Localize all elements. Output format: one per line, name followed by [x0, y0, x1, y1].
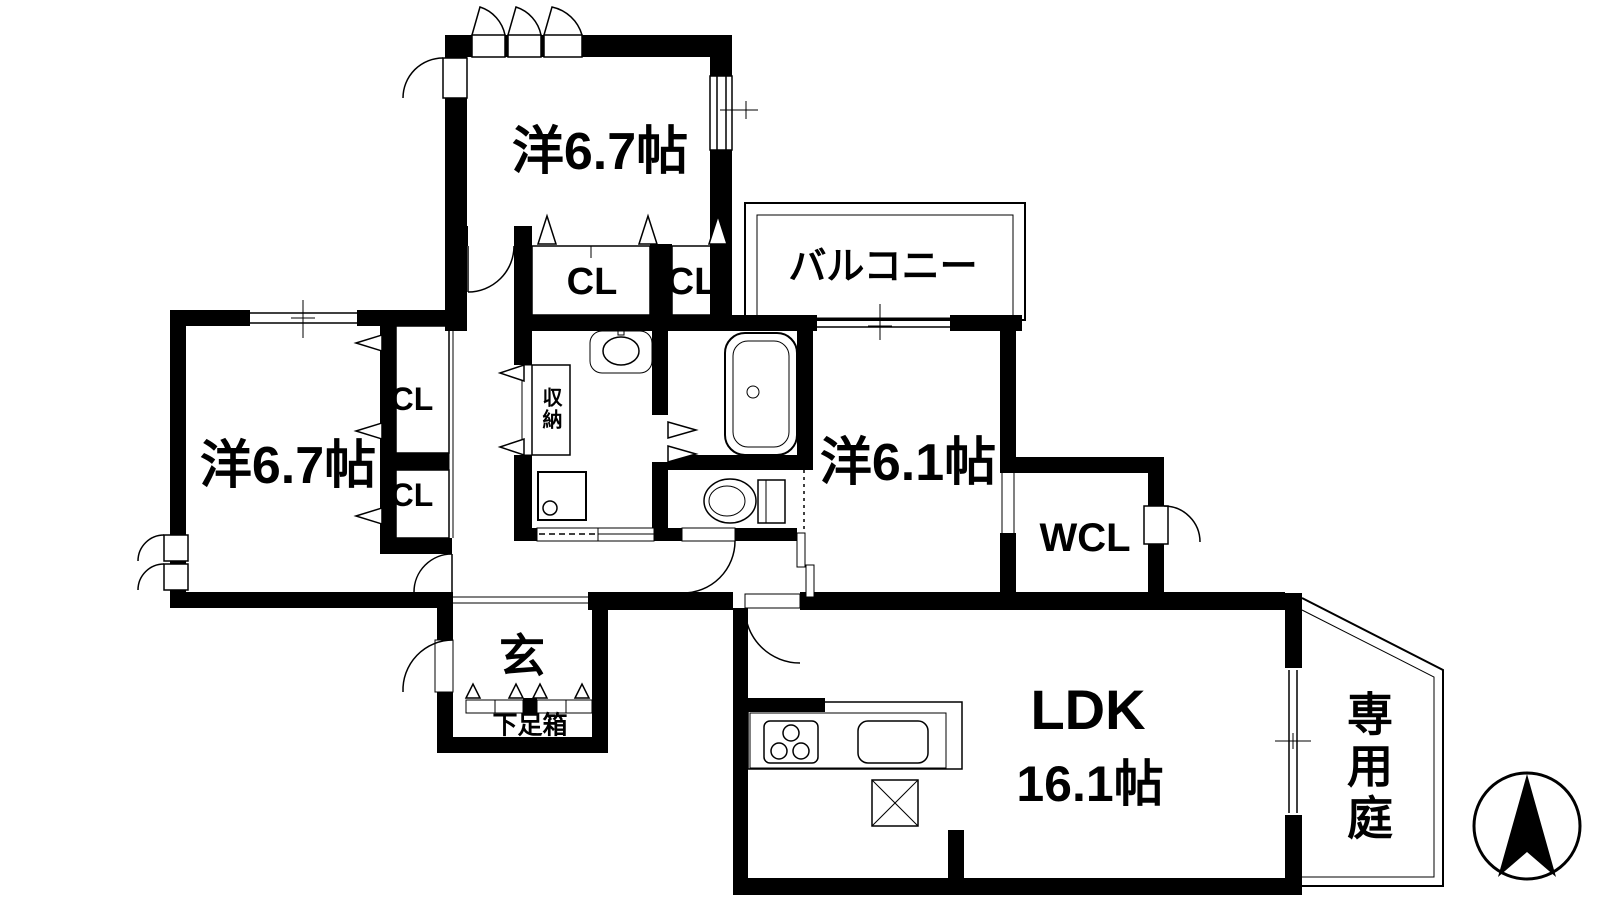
awning-window — [471, 6, 583, 58]
door-left-bedroom — [413, 553, 453, 593]
room-label-ldk: LDK — [1030, 678, 1146, 741]
shoe-cabinet — [465, 699, 593, 714]
kitchen-counter — [747, 701, 963, 770]
bathtub — [724, 332, 798, 456]
storage-closet — [497, 363, 571, 457]
kitchen-sink — [857, 720, 929, 764]
room-label-entrance: 玄 — [499, 630, 545, 682]
door-top-bedroom — [467, 245, 515, 293]
casement-window — [402, 57, 468, 99]
room-label-bedroom-left: 洋6.7帖 — [199, 437, 377, 495]
private-garden-outline — [1301, 597, 1444, 887]
toilet — [703, 478, 786, 524]
washing-machine-pan — [537, 471, 587, 521]
sliding-window — [1275, 668, 1311, 815]
entrance-area — [453, 596, 593, 714]
room-label-closet-left-2: CL — [390, 477, 434, 513]
folding-door-marks — [536, 213, 729, 245]
gas-stove — [763, 720, 819, 764]
room-label-balcony: バルコニー — [788, 246, 978, 288]
refrigerator-space — [871, 779, 919, 827]
balcony-outline — [744, 202, 1026, 321]
room-label-closet-top-1: CL — [566, 261, 618, 303]
room-label-storage: 収納 — [539, 387, 561, 431]
folding-door-marks — [464, 682, 591, 699]
casement-window — [1143, 505, 1201, 545]
label-shoe-cabinet: 下足箱 — [492, 711, 568, 740]
north-arrow-compass — [1472, 771, 1582, 881]
room-label-bedroom-top: 洋6.7帖 — [511, 123, 689, 181]
sliding-window — [709, 75, 758, 151]
sliding-window — [817, 304, 950, 340]
door-toilet — [681, 527, 736, 594]
casement-window — [137, 534, 189, 591]
room-label-ldk-size: 16.1帖 — [1016, 756, 1164, 812]
sliding-door-washroom — [536, 527, 655, 542]
sliding-window — [250, 300, 357, 338]
closets — [353, 213, 729, 539]
sliding-door-bedroom-right — [796, 470, 815, 598]
folding-door-marks — [353, 333, 383, 526]
room-label-bedroom-right: 洋6.1帖 — [819, 434, 997, 492]
doors — [402, 245, 1015, 693]
wcl-doorway — [1001, 473, 1015, 533]
room-label-private-garden: 専用庭 — [1341, 690, 1393, 846]
bath-folding-door — [667, 421, 699, 463]
room-label-wcl: WCL — [1039, 516, 1131, 560]
room-label-closet-left-1: CL — [390, 381, 434, 417]
wash-basin — [589, 325, 653, 374]
entrance-door — [402, 639, 454, 693]
door-ldk — [744, 593, 801, 664]
room-label-closet-top-2: CL — [666, 261, 718, 303]
